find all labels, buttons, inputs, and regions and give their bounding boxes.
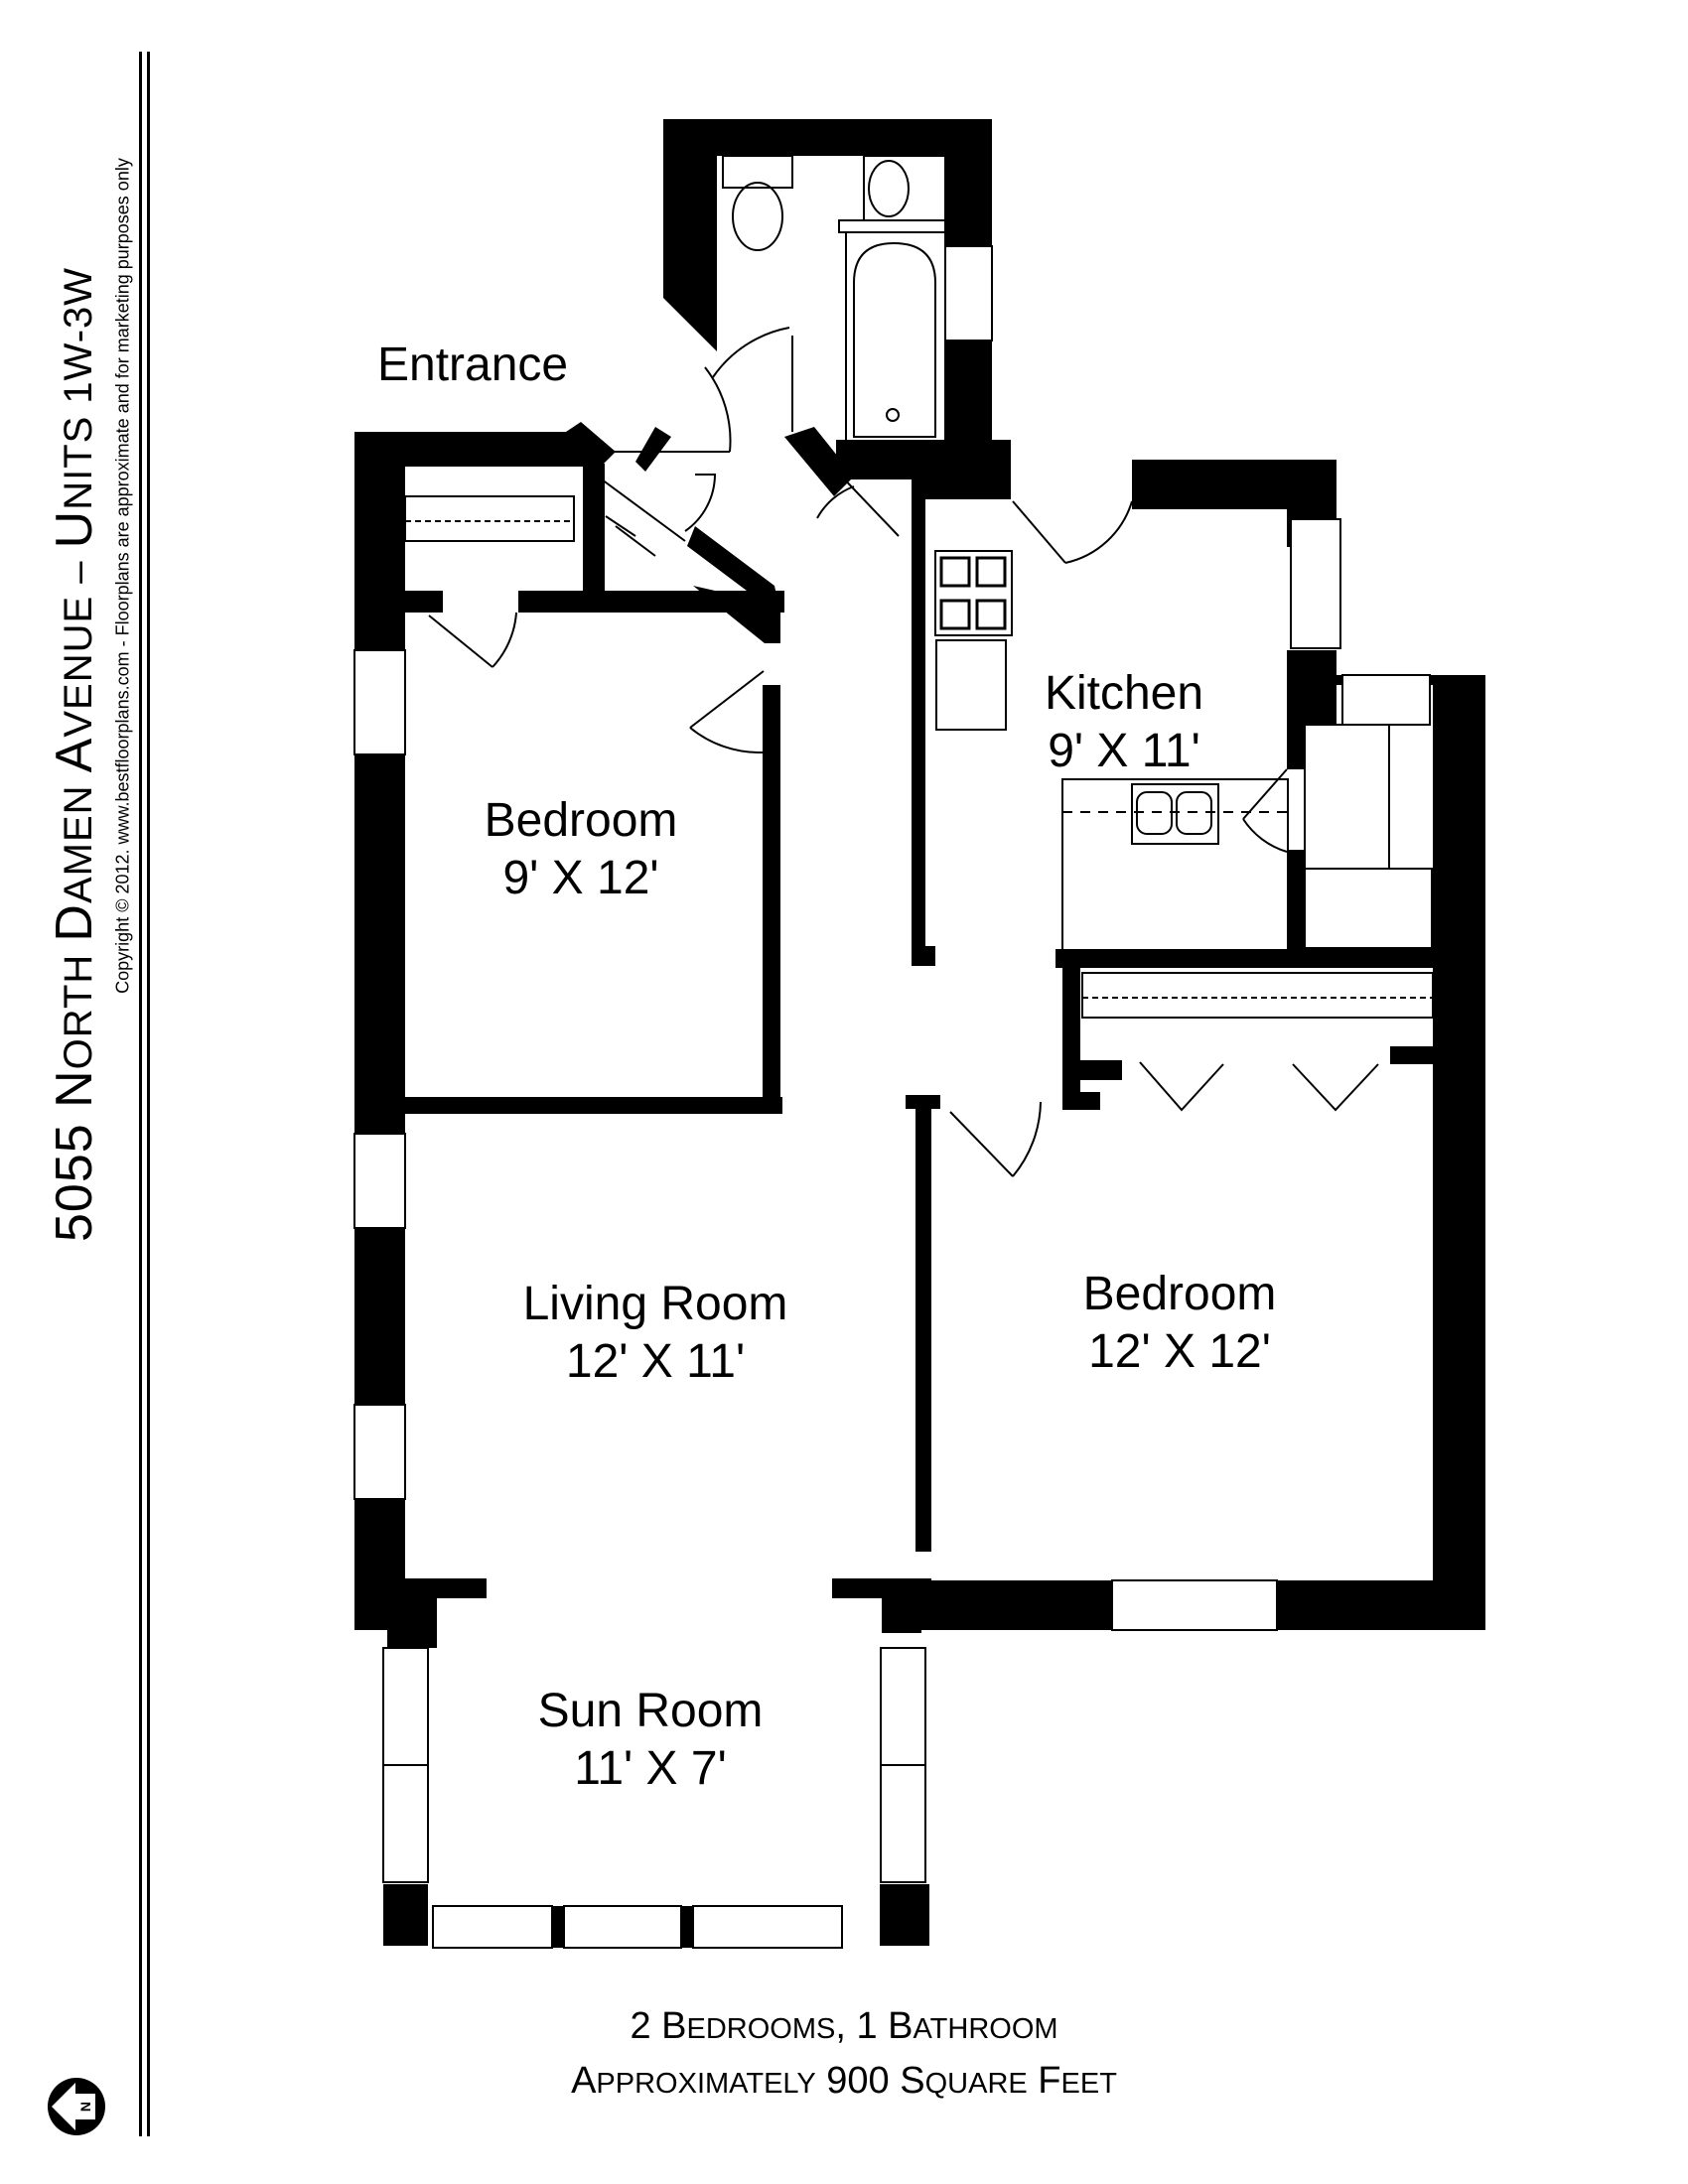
room-sun-room: Sun Room 11' X 7' bbox=[538, 1683, 764, 1798]
room-dimensions: 12' X 11' bbox=[565, 1335, 746, 1388]
fixtures bbox=[404, 155, 1434, 1177]
room-name: Bedroom bbox=[484, 794, 678, 847]
divider-line bbox=[147, 52, 150, 2136]
text-part: ATHROOM bbox=[913, 2013, 1058, 2045]
text-part: QUARE bbox=[924, 2068, 1028, 2100]
windows bbox=[353, 245, 1431, 1949]
north-arrow-icon: N bbox=[48, 2078, 105, 2135]
text-part: , 1 B bbox=[835, 2005, 914, 2047]
text-part: EET bbox=[1060, 2068, 1117, 2100]
unit-summary: 2 BEDROOMS, 1 BATHROOM APPROXIMATELY 900… bbox=[571, 2000, 1117, 2110]
text-part: 2 B bbox=[630, 2005, 687, 2047]
room-dimensions: 12' X 12' bbox=[1088, 1325, 1271, 1378]
room-name: Sun Room bbox=[537, 1685, 764, 1737]
entrance-label: Entrance bbox=[377, 339, 569, 391]
room-kitchen: Kitchen 9' X 11' bbox=[1045, 665, 1203, 780]
text-part: 900 S bbox=[815, 2060, 925, 2102]
walls bbox=[354, 119, 1485, 1948]
text-part: A bbox=[571, 2060, 597, 2102]
room-bedroom-2: Bedroom 12' X 12' bbox=[1083, 1266, 1277, 1381]
text-part: PPROXIMATELY bbox=[596, 2068, 816, 2100]
svg-text:N: N bbox=[77, 2102, 93, 2112]
room-living-room: Living Room 12' X 11' bbox=[523, 1276, 788, 1391]
room-dimensions: 9' X 11' bbox=[1048, 725, 1200, 777]
room-name: Living Room bbox=[522, 1278, 788, 1330]
summary-line-1: 2 BEDROOMS, 1 BATHROOM bbox=[571, 2000, 1117, 2055]
stove-burners bbox=[939, 556, 1007, 630]
summary-line-2: APPROXIMATELY 900 SQUARE FEET bbox=[571, 2055, 1117, 2110]
room-name: Kitchen bbox=[1044, 667, 1204, 720]
text-part: F bbox=[1027, 2060, 1061, 2102]
room-dimensions: 11' X 7' bbox=[574, 1742, 727, 1795]
text-part: EDROOMS bbox=[686, 2013, 836, 2045]
room-name: Bedroom bbox=[1082, 1268, 1277, 1320]
divider-line bbox=[139, 52, 142, 2136]
room-dimensions: 9' X 12' bbox=[502, 852, 659, 904]
room-bedroom-1: Bedroom 9' X 12' bbox=[485, 792, 678, 907]
